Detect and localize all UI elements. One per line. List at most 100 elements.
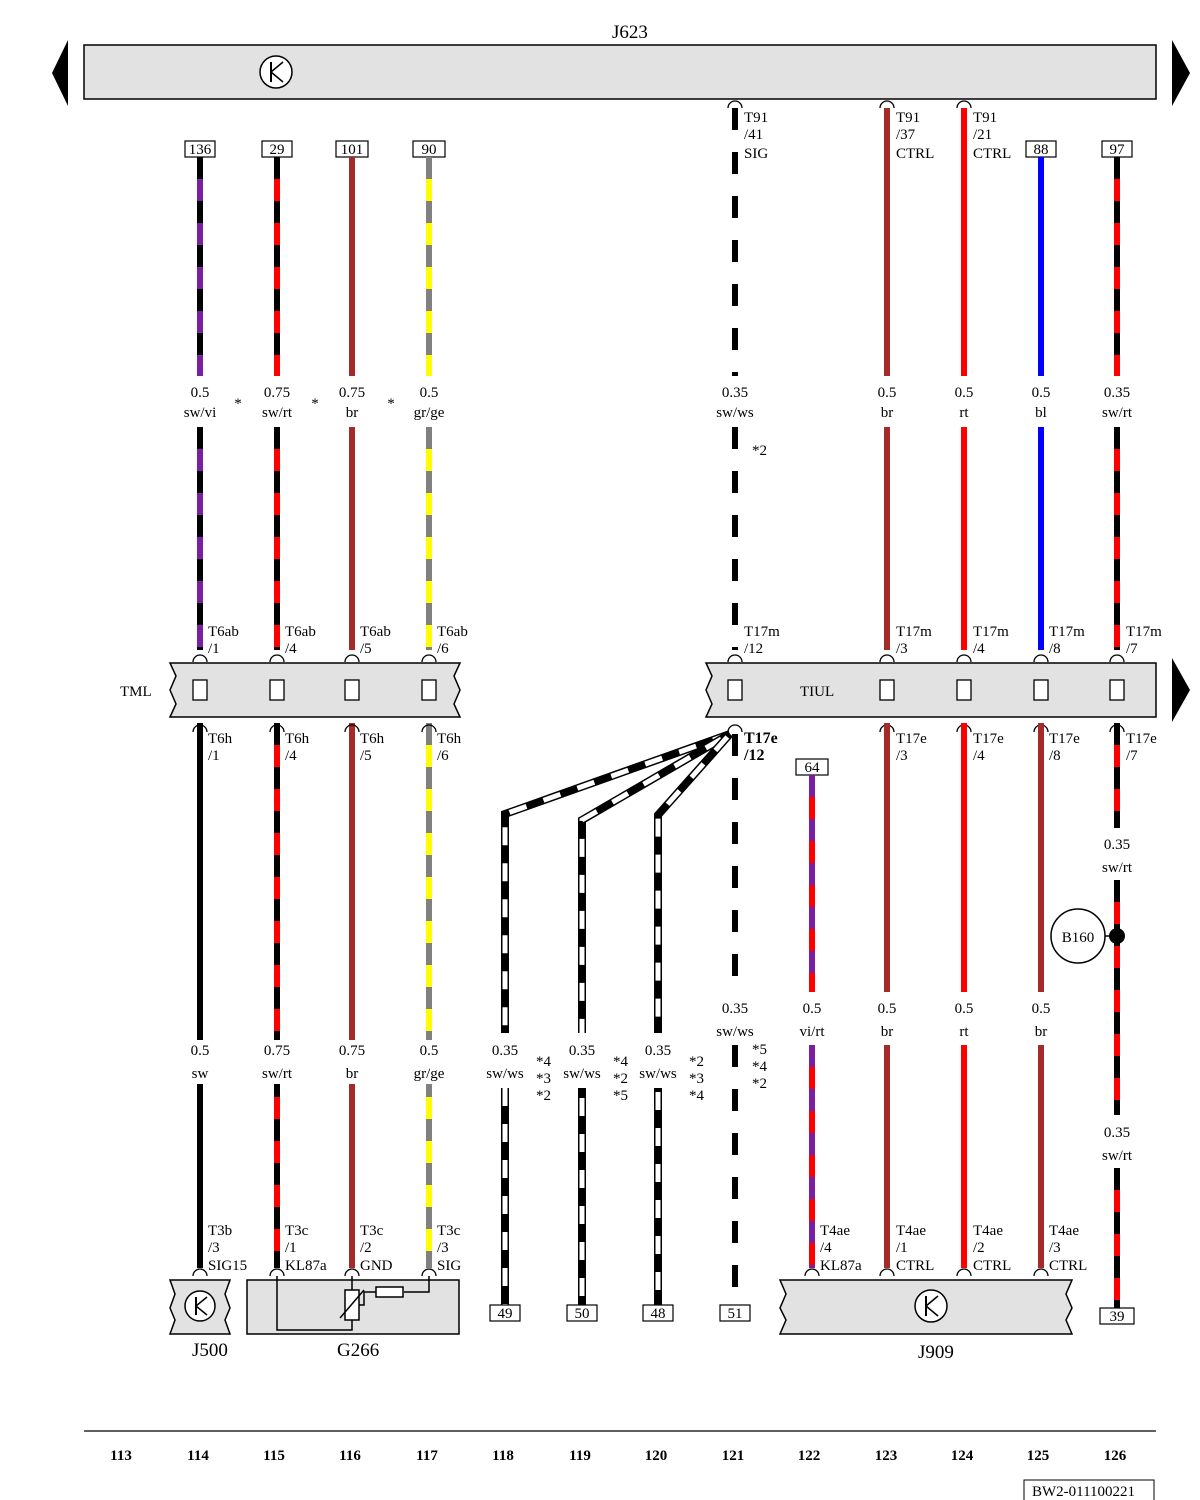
pin-label: T4ae: [973, 1223, 1003, 1239]
transistor-icon: [184, 1290, 216, 1322]
footnote: *4: [689, 1088, 705, 1104]
terminal-box-39: 39: [1110, 1309, 1125, 1325]
pin-number: /5: [360, 641, 372, 657]
wire-color: br: [346, 1066, 359, 1082]
top-box-64: 64: [805, 760, 821, 776]
pin-number: /4: [973, 641, 985, 657]
footnote: *2: [689, 1054, 704, 1070]
control-unit-bar-j623: [83, 44, 1157, 100]
wire-size: 0.5: [420, 385, 439, 401]
pin-signal: SIG: [744, 146, 768, 162]
transistor-icon: [259, 55, 293, 89]
pin-signal: GND: [360, 1258, 393, 1274]
pin-label: T17m: [1126, 624, 1162, 640]
wire-color: sw/vi: [184, 405, 217, 421]
column-number: 114: [187, 1448, 209, 1464]
wire-size: 0.35: [722, 1001, 748, 1017]
wire-size: 0.75: [264, 1043, 290, 1059]
terminal-box-50: 50: [575, 1306, 590, 1322]
splice-label: B160: [1062, 930, 1095, 946]
wire-color: sw/ws: [716, 1024, 754, 1040]
wire-size: 0.75: [264, 385, 290, 401]
pin-number: /5: [360, 748, 372, 764]
pin-number: /21: [973, 127, 992, 143]
page-left-arrow[interactable]: [52, 40, 68, 106]
resistor-sensor-icon: [276, 1276, 430, 1331]
pin-number: /3: [208, 1240, 220, 1256]
top-box-101: 101: [341, 142, 364, 158]
wire-column-121: T91 /41 SIG 0.35 sw/ws *2 T17m /12: [716, 108, 780, 657]
pin-label: T6ab: [285, 624, 316, 640]
pin-label: T3c: [360, 1223, 384, 1239]
pin-label: T6h: [208, 731, 233, 747]
terminal-box-49: 49: [498, 1306, 513, 1322]
footnote: *3: [536, 1071, 551, 1087]
page-right-arrow[interactable]: [1172, 40, 1190, 106]
pin-number: /1: [285, 1240, 297, 1256]
pin-number: /3: [896, 748, 908, 764]
wire-color: br: [346, 405, 359, 421]
pin-label: T17e: [744, 730, 778, 747]
wire-column-125: 88 0.5 bl T17m /8 T17e /8 0.5 br T4ae /3…: [1025, 140, 1087, 1274]
pin-label: T4ae: [820, 1223, 850, 1239]
wire-column-115: 29 0.75 sw/rt T6ab /4 T6h /4 0.75 sw/rt …: [258, 140, 327, 1274]
wire-color: vi/rt: [800, 1024, 826, 1040]
pin-label: T6h: [437, 731, 462, 747]
column-number: 116: [339, 1448, 361, 1464]
wire-size: 0.5: [191, 1043, 210, 1059]
pin-label: T17e: [896, 731, 927, 747]
pin-number: /37: [896, 127, 916, 143]
wire-size: 0.5: [1032, 1001, 1051, 1017]
wire-size: 0.75: [339, 1043, 365, 1059]
pin-number: /41: [744, 127, 763, 143]
top-unit-label: J623: [612, 22, 648, 43]
connector-label-tiul: TIUL: [800, 684, 834, 700]
wire-color: gr/ge: [414, 1066, 445, 1082]
pin-number: /4: [285, 641, 297, 657]
pin-label: T91: [973, 110, 997, 126]
wire-color: sw/rt: [1102, 1148, 1133, 1164]
wire-color: sw/ws: [563, 1066, 601, 1082]
wire-column-116: 101 0.75 br T6ab /5 T6h /5 0.75 br T3c /…: [333, 140, 393, 1274]
pin-signal: CTRL: [1049, 1258, 1087, 1274]
pin-number: /6: [437, 748, 449, 764]
pin-number: /2: [360, 1240, 372, 1256]
footnote: *2: [536, 1088, 551, 1104]
wire-size: 0.5: [878, 385, 897, 401]
wire-size: 0.5: [878, 1001, 897, 1017]
wire-size: 0.35: [569, 1043, 595, 1059]
top-box-29: 29: [270, 142, 285, 158]
wire-size: 0.35: [1104, 385, 1130, 401]
column-number: 125: [1027, 1448, 1050, 1464]
pin-label: T4ae: [896, 1223, 926, 1239]
pin-label: T17e: [1049, 731, 1080, 747]
pin-label: T17e: [1126, 731, 1157, 747]
pin-label: T6ab: [437, 624, 468, 640]
wire-color: br: [1035, 1024, 1048, 1040]
pin-label: T17m: [1049, 624, 1085, 640]
wire-column-126: 97 0.35 sw/rt T17m /7 T17e /7 0.35 sw/rt…: [1099, 140, 1162, 1325]
pin-signal: KL87a: [285, 1258, 327, 1274]
splice-b160: B160: [1050, 908, 1125, 964]
pin-label: T3c: [285, 1223, 309, 1239]
pin-number: /1: [208, 748, 220, 764]
pin-label: T91: [744, 110, 768, 126]
page-right-arrow-2[interactable]: [1172, 658, 1190, 722]
wire-color: sw/rt: [262, 1066, 293, 1082]
branch-wires: T17e /12 0.35 sw/ws *4 *3 *2 0.35 sw/ws …: [486, 730, 778, 1322]
column-number: 115: [263, 1448, 285, 1464]
footer-code: BW2-011100221: [1032, 1484, 1135, 1500]
component-j500: J500: [168, 1279, 232, 1361]
component-label: J909: [918, 1342, 954, 1363]
wire-size: 0.5: [1032, 385, 1051, 401]
wire-size: 0.35: [1104, 1125, 1130, 1141]
wire-size: 0.5: [191, 385, 210, 401]
pin-label: T17m: [973, 624, 1009, 640]
wire-column-122: 64 0.5 vi/rt T4ae /4 KL87a: [795, 758, 862, 1274]
footnote: *5: [613, 1088, 628, 1104]
pin-signal: SIG: [437, 1258, 461, 1274]
wire-color: rt: [959, 1024, 969, 1040]
connector-tiul: [704, 662, 1157, 718]
pin-number: /1: [208, 641, 220, 657]
